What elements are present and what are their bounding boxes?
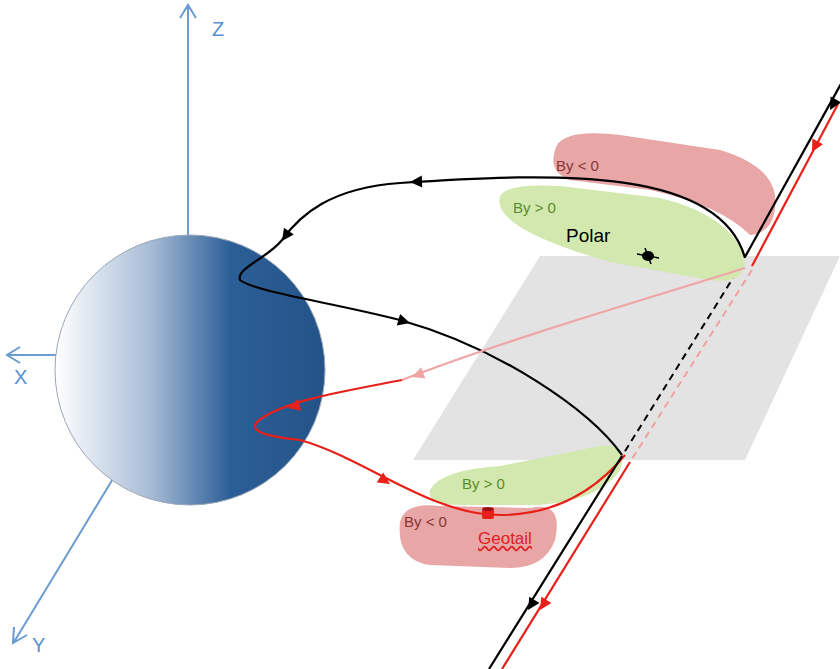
polar-spacecraft xyxy=(637,248,659,264)
region-shape xyxy=(420,438,635,510)
magnetopause-line xyxy=(752,104,838,266)
region-label: By > 0 xyxy=(513,200,556,217)
spacecraft-label: Polar xyxy=(566,226,610,247)
current-sheet-plane xyxy=(413,256,840,460)
region-label: By < 0 xyxy=(556,158,599,175)
region-shape xyxy=(490,178,752,286)
magnetopause-line xyxy=(502,462,630,669)
axis-label: Z xyxy=(212,18,224,41)
region-label: By < 0 xyxy=(404,514,447,531)
magnetopause-line xyxy=(745,82,840,257)
spacecraft-label: Geotail xyxy=(478,530,532,549)
region-outline xyxy=(430,446,623,506)
region-outline xyxy=(499,185,745,280)
by-positive-region: By > 0 Polar xyxy=(490,178,752,286)
field-line xyxy=(402,268,745,380)
field-line xyxy=(240,177,745,455)
axis-label: Y xyxy=(32,634,45,657)
dashed-field-line xyxy=(622,262,743,456)
region-outline xyxy=(400,505,557,568)
earth-sphere xyxy=(55,235,325,505)
magnetopause-line xyxy=(489,456,622,669)
region-label: By > 0 xyxy=(462,476,505,493)
by-negative-region: By < 0 Geotail xyxy=(392,498,562,573)
geotail-spacecraft xyxy=(482,507,494,519)
axis-label: X xyxy=(14,366,27,389)
field-line xyxy=(255,380,625,515)
by-positive-region: By > 0 xyxy=(420,438,635,510)
region-shape xyxy=(392,498,562,573)
arrowheads xyxy=(277,97,840,614)
